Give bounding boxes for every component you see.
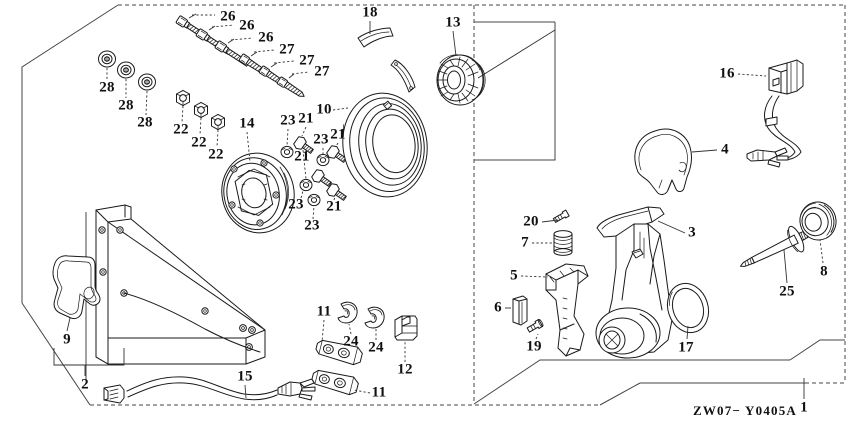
part-11-clamp-brackets — [311, 339, 363, 396]
callout-21-19: 21 — [326, 198, 342, 215]
callout-24-39: 24 — [343, 333, 359, 350]
part-12-rubber-mount — [394, 315, 418, 341]
callout-23-20: 23 — [304, 217, 320, 234]
callout-5-28: 5 — [510, 267, 518, 284]
leader-lines — [53, 13, 824, 399]
part-26-bolts — [175, 15, 250, 67]
callout-10-21: 10 — [316, 101, 332, 118]
part-9-gasket-plate — [52, 255, 101, 320]
part-5-lever-link — [545, 263, 589, 357]
callout-22-10: 22 — [191, 134, 207, 151]
callout-28-6: 28 — [99, 79, 115, 96]
part-27-screws — [238, 53, 305, 97]
callout-23-13: 23 — [280, 112, 296, 129]
part-7-coil-spring — [553, 230, 573, 256]
callout-21-17: 21 — [294, 148, 310, 165]
part-18-bracket-clip — [357, 27, 394, 48]
callout-21-16: 21 — [330, 126, 346, 143]
part-16-switch-harness — [746, 59, 804, 168]
part-6-spacer-block — [512, 295, 528, 326]
part-21-flange-bolts — [293, 136, 347, 201]
callout-20-26: 20 — [523, 213, 539, 230]
diagram-code-label: ZW07− Y0405A — [692, 403, 798, 418]
callout-21-14: 21 — [298, 110, 314, 127]
callout-23-18: 23 — [288, 196, 304, 213]
part-18-bracket-clip-secondary — [390, 59, 416, 93]
callout-22-11: 22 — [208, 146, 224, 163]
callout-27-4: 27 — [299, 52, 315, 69]
callout-28-7: 28 — [118, 97, 134, 114]
callout-24-40: 24 — [368, 339, 384, 356]
part-17-o-ring — [666, 282, 710, 334]
callout-25-34: 25 — [779, 283, 795, 300]
callout-26-1: 26 — [239, 17, 255, 34]
assembly-boundary-frame — [21, 4, 846, 406]
callout-19-30: 19 — [526, 338, 542, 355]
callout-9-35: 9 — [63, 331, 71, 348]
part-8-cap-collar — [799, 201, 837, 241]
part-14-pulley-plate — [221, 152, 295, 234]
callout-8-33: 8 — [820, 263, 828, 280]
callout-27-5: 27 — [314, 63, 330, 80]
part-15-wire-harness — [103, 376, 316, 404]
callout-6-29: 6 — [494, 299, 502, 316]
callout-15-37: 15 — [237, 368, 253, 385]
part-22-nuts — [176, 89, 225, 131]
part-3-control-lever-bracket — [595, 206, 673, 359]
callout-16-24: 16 — [719, 65, 735, 82]
part-23-washers — [280, 145, 330, 207]
callout-2-36: 2 — [81, 376, 89, 393]
callout-12-41: 12 — [397, 361, 413, 378]
callout-3-31: 3 — [688, 224, 696, 241]
callout-28-8: 28 — [137, 114, 153, 131]
callout-7-27: 7 — [521, 234, 529, 251]
callout-14-12: 14 — [239, 115, 255, 132]
callout-4-25: 4 — [721, 141, 729, 158]
part-4-handle-grip-cover — [634, 128, 692, 195]
callout-11-38: 11 — [316, 303, 332, 320]
callout-22-9: 22 — [173, 121, 189, 138]
callout-1-43: 1 — [800, 399, 808, 416]
part-10-ring-cover — [342, 92, 428, 198]
part-19-small-screw — [526, 318, 544, 333]
callout-23-15: 23 — [313, 131, 329, 148]
callout-11-42: 11 — [371, 384, 387, 401]
part-28-washers — [98, 50, 156, 91]
callout-18-22: 18 — [362, 4, 378, 21]
callout-27-3: 27 — [279, 41, 295, 58]
callout-26-2: 26 — [258, 29, 274, 46]
callout-26-0: 26 — [220, 8, 236, 25]
part-20-pivot-screw — [552, 209, 570, 223]
part-2-housing-case — [95, 204, 266, 365]
part-24-cable-clips — [337, 301, 385, 329]
part-13-flywheel-rotor — [436, 54, 486, 106]
callout-13-23: 13 — [445, 14, 461, 31]
callout-17-32: 17 — [678, 339, 694, 356]
